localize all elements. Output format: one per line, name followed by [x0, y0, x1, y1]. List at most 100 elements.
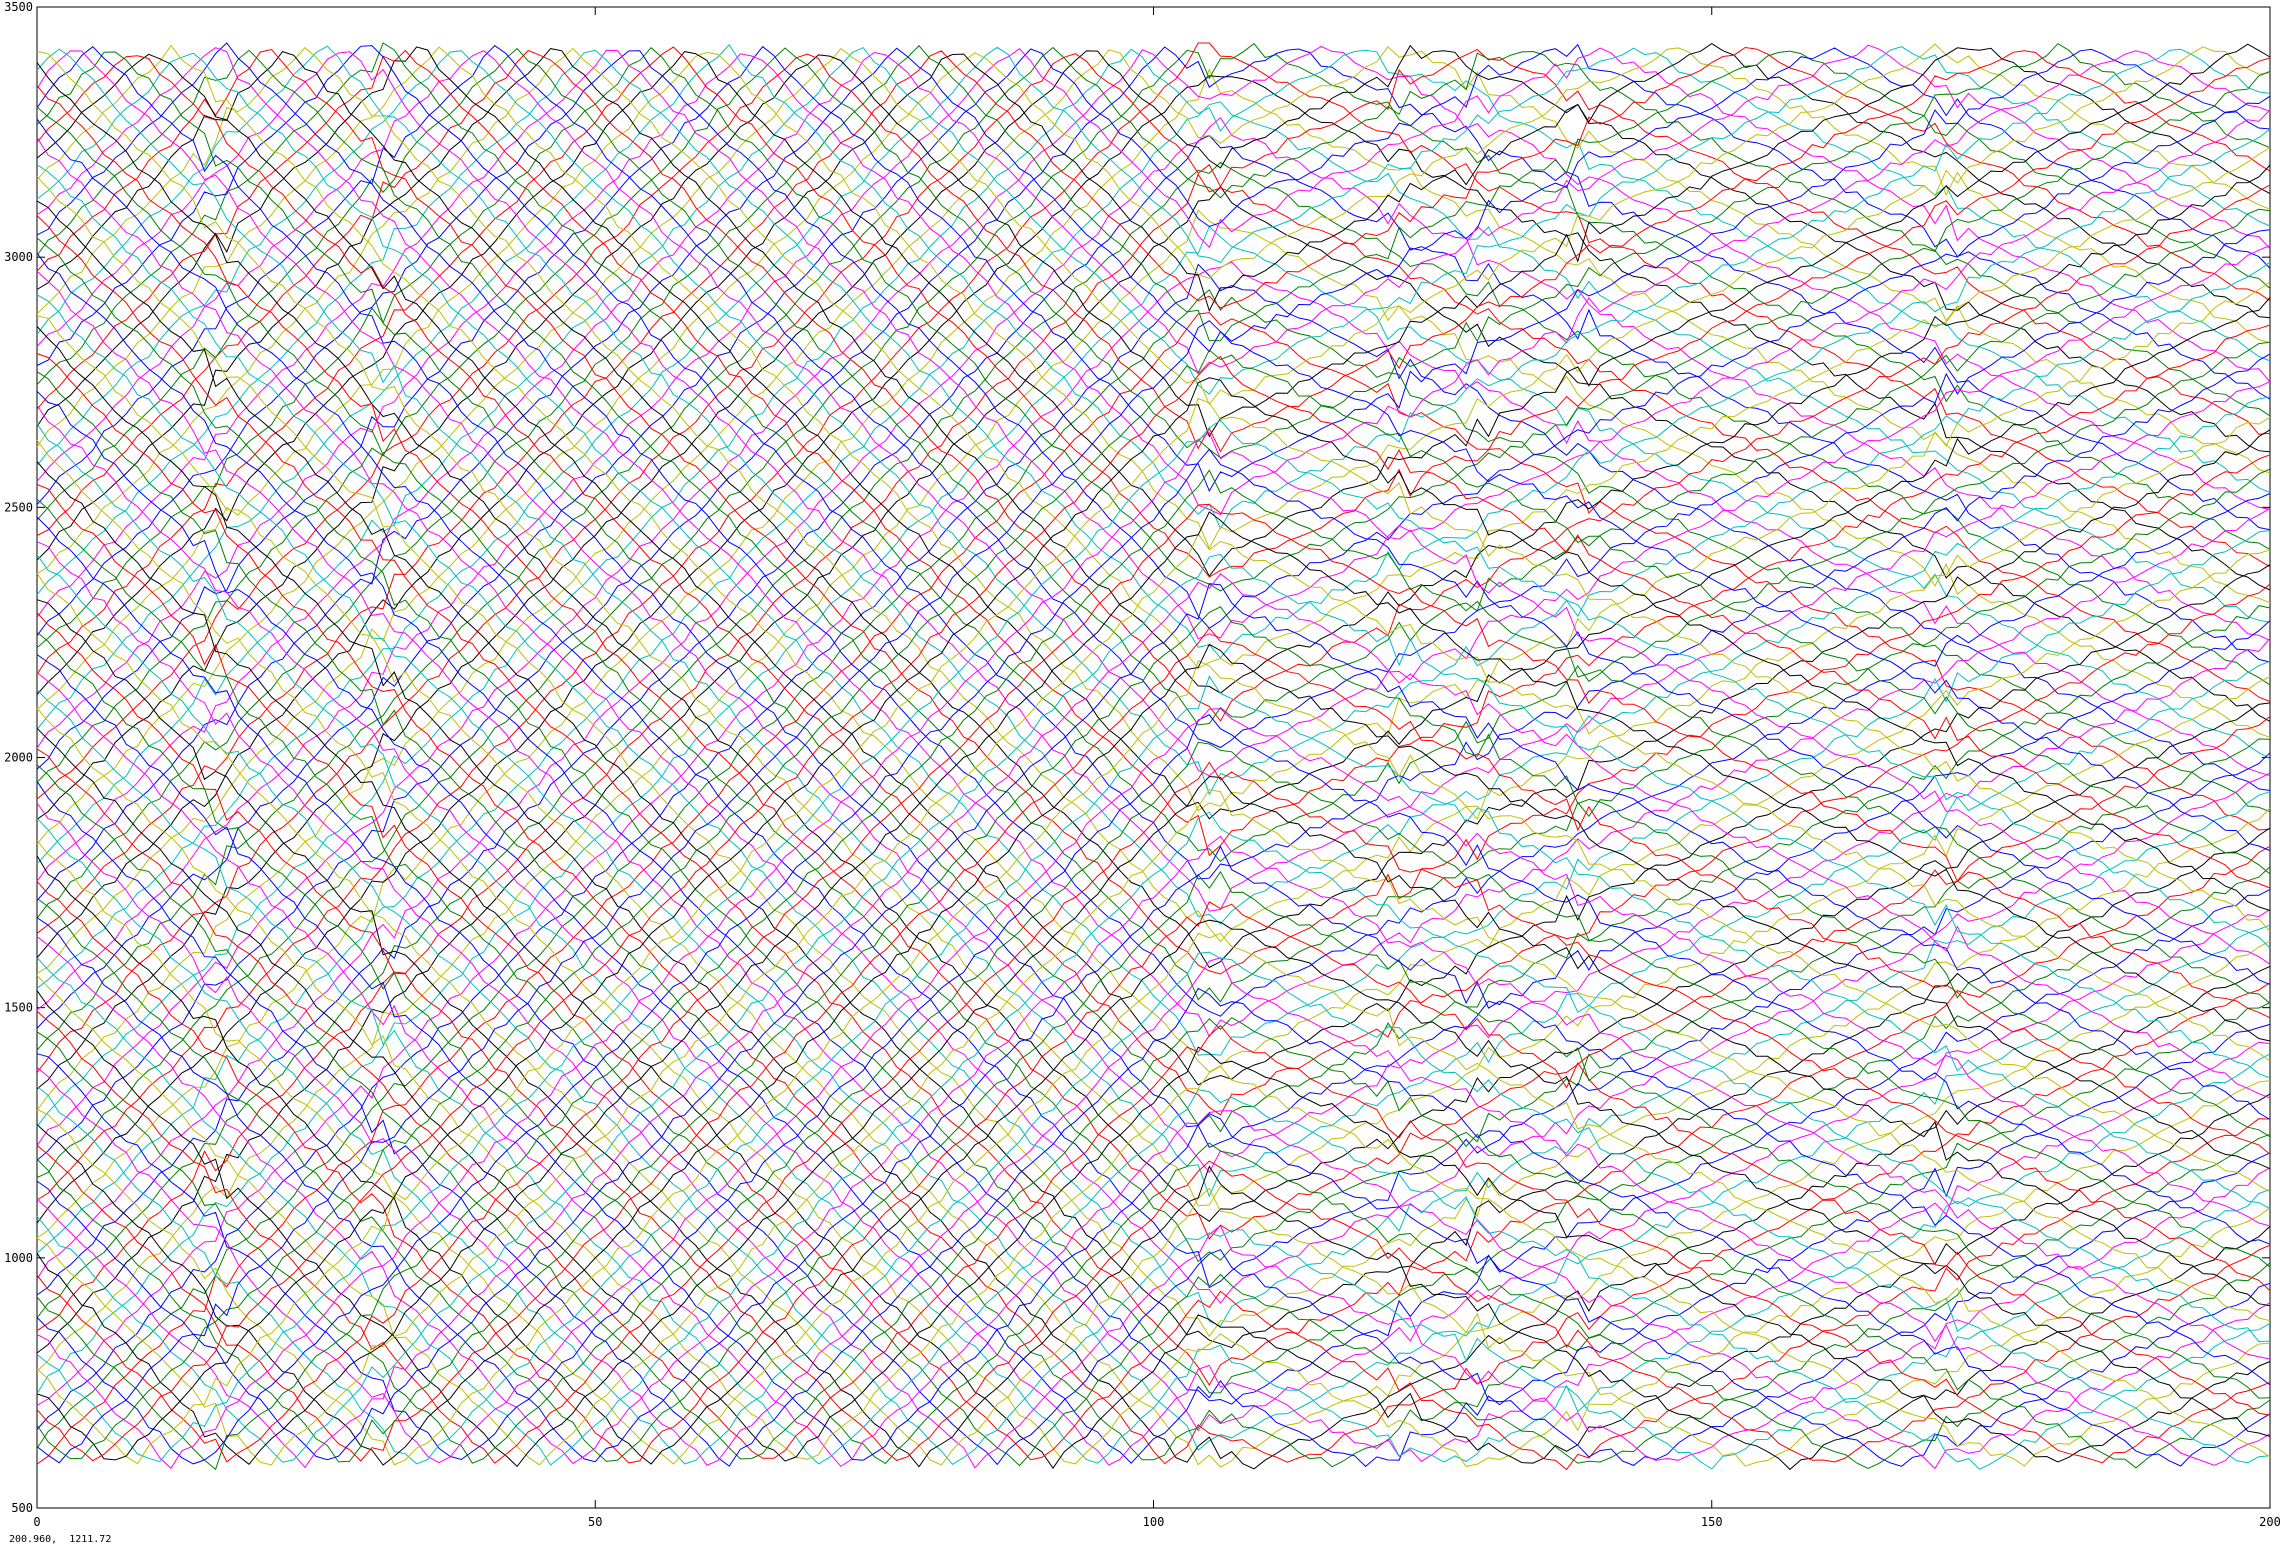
- series-line: [36, 741, 2271, 1464]
- series-line: [36, 511, 2271, 1465]
- series-line: [36, 44, 2271, 1073]
- series-line: [36, 46, 2271, 649]
- series-line: [36, 405, 2271, 1466]
- series-line: [36, 423, 2271, 1464]
- series-line: [36, 215, 2271, 1386]
- series-line: [36, 47, 2271, 1038]
- series-line: [36, 355, 2271, 1462]
- series-line: [36, 47, 2271, 901]
- series-line: [36, 631, 2271, 1469]
- series-line: [36, 48, 2271, 1198]
- series-line: [36, 781, 2271, 1467]
- series-line: [36, 50, 2271, 796]
- series-line: [36, 533, 2271, 1466]
- series-line: [36, 42, 2271, 1179]
- series-line: [36, 541, 2271, 1469]
- series-line: [36, 225, 2271, 1394]
- coordinate-readout: 200.960, 1211.72: [9, 1534, 112, 1545]
- series-line: [36, 461, 2271, 1470]
- series-line: [36, 498, 2271, 1467]
- series-line: [36, 48, 2271, 975]
- series-line: [36, 45, 2271, 925]
- series-line: [36, 748, 2271, 1464]
- series-line: [36, 870, 2271, 1462]
- series-line: [36, 47, 2271, 726]
- axes: [36, 6, 2271, 1509]
- series-line: [36, 714, 2271, 1461]
- series-line: [36, 106, 2271, 1263]
- series-line: [36, 419, 2271, 1463]
- y-tick-label: 1000: [4, 1251, 33, 1265]
- series-line: [36, 802, 2271, 1466]
- series-line: [36, 294, 2271, 1451]
- series-line: [36, 516, 2271, 1466]
- series-line: [36, 675, 2271, 1465]
- series-line: [36, 51, 2271, 1133]
- series-line: [36, 209, 2271, 1372]
- series-line: [36, 448, 2271, 1465]
- y-tick-label: 2000: [4, 751, 33, 765]
- series-line: [36, 116, 2271, 1280]
- series-line: [36, 51, 2271, 912]
- series-line: [36, 43, 2271, 845]
- series-line: [36, 200, 2271, 1349]
- series-line: [36, 53, 2271, 1086]
- series-line: [36, 51, 2271, 969]
- series-line: [36, 439, 2271, 1467]
- series-line: [36, 672, 2271, 1470]
- series-line: [36, 289, 2271, 1449]
- series-line: [36, 315, 2271, 1468]
- series-line: [36, 583, 2271, 1461]
- series-line: [36, 47, 2271, 669]
- series-line: [36, 312, 2271, 1465]
- series-line: [36, 45, 2271, 1147]
- series-line: [36, 353, 2271, 1465]
- series-line: [36, 660, 2271, 1466]
- series-line: [36, 46, 2271, 1149]
- series-line: [36, 46, 2271, 865]
- series-line: [36, 46, 2271, 1051]
- series-line: [36, 49, 2271, 722]
- series-line: [36, 44, 2271, 1090]
- series-line: [36, 261, 2271, 1406]
- series-line: [36, 45, 2271, 770]
- series-line: [36, 840, 2271, 1465]
- series-line: [36, 811, 2271, 1466]
- series-line: [36, 137, 2271, 1304]
- series-line: [36, 503, 2271, 1463]
- series-line: [36, 643, 2271, 1466]
- x-tick-label: 50: [588, 1515, 602, 1529]
- series-line: [36, 173, 2271, 1332]
- series-line: [36, 50, 2271, 1174]
- series-line: [36, 654, 2271, 1467]
- series-line: [36, 49, 2271, 640]
- series-line: [36, 599, 2271, 1471]
- series-line: [36, 42, 2271, 863]
- series-line: [36, 377, 2271, 1461]
- series-line: [36, 835, 2271, 1465]
- series-line: [36, 432, 2271, 1470]
- series-line: [36, 176, 2271, 1338]
- series-line: [36, 775, 2271, 1468]
- series-line: [36, 46, 2271, 711]
- series-line: [36, 101, 2271, 1254]
- series-line: [36, 469, 2271, 1471]
- series-line: [36, 46, 2271, 820]
- series-line: [36, 45, 2271, 919]
- series-line: [36, 46, 2271, 1161]
- series-line: [36, 46, 2271, 943]
- series-line: [36, 708, 2271, 1464]
- series-line: [36, 46, 2271, 812]
- series-line: [36, 46, 2271, 934]
- series-line: [36, 880, 2271, 1464]
- y-tick-label: 1500: [4, 1001, 33, 1015]
- series-line: [36, 47, 2271, 820]
- x-tick-label: 0: [33, 1515, 40, 1529]
- series-line: [36, 573, 2271, 1467]
- series-line: [36, 612, 2271, 1463]
- x-tick-label: 200: [2259, 1515, 2281, 1529]
- series-line: [36, 573, 2271, 1469]
- series-line: [36, 49, 2271, 1003]
- series-line: [36, 606, 2271, 1463]
- series-line: [36, 707, 2271, 1467]
